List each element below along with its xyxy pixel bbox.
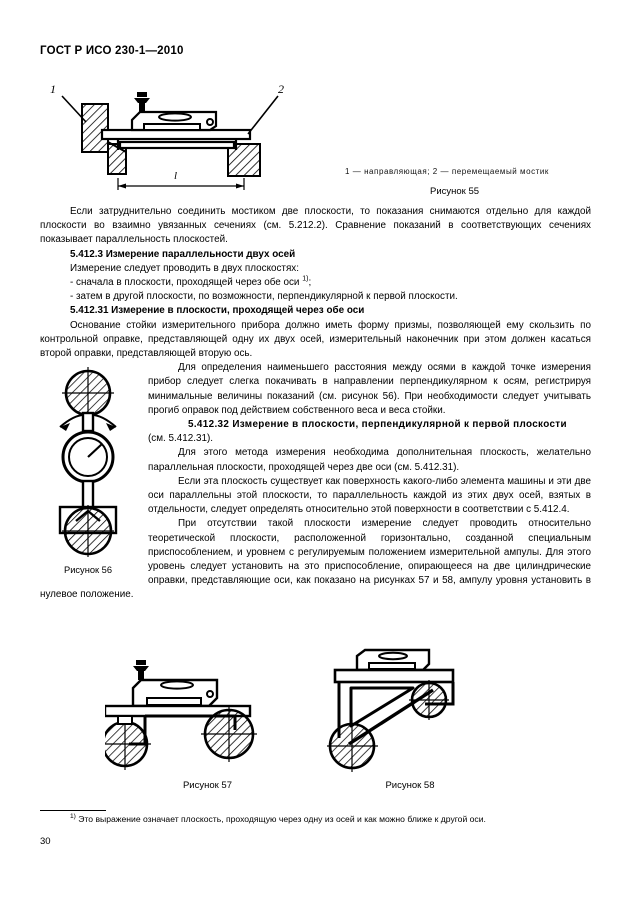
figure-55-legend: 1 — направляющая; 2 — перемещаемый мости…: [345, 167, 549, 176]
figure-56-caption: Рисунок 56: [64, 565, 112, 576]
figure-55-callout-1: 1: [50, 82, 56, 96]
page-title: ГОСТ Р ИСО 230-1—2010: [40, 45, 184, 57]
section-5-412-32-reference: (см. 5.412.31).: [148, 433, 213, 445]
paragraph-existing-surface: Если эта плоскость существует как поверх…: [148, 475, 591, 516]
paragraph-theoretical-plane: При отсутствии такой плоскости измерение…: [40, 518, 591, 601]
figure-55-dimension-label: l: [174, 170, 178, 182]
section-heading-5-412-32: 5.412.32 Измерение в плоскости, перпенди…: [40, 418, 591, 432]
paragraph-intro: Если затруднительно соединить мостиком д…: [40, 206, 591, 246]
figure-55-illustration: 1 2 l: [40, 82, 320, 192]
bullet-second-plane: - затем в другой плоскости, по возможнос…: [70, 291, 458, 303]
bullet-first-plane-text: - сначала в плоскости, проходящей через …: [70, 277, 303, 289]
paragraph-prism-base: Основание стойки измерительного прибора …: [40, 319, 591, 360]
figure-55-caption: Рисунок 55: [430, 186, 480, 197]
figure-57-illustration: [105, 658, 310, 776]
footnote-reference-marker: 1): [302, 275, 309, 283]
page-number: 30: [40, 836, 51, 847]
bullet-first-plane: - сначала в плоскости, проходящей через …: [40, 276, 591, 290]
paragraph-additional-plane: Для этого метода измерения необходима до…: [148, 447, 591, 473]
footnote: 1) Это выражение означает плоскость, про…: [70, 813, 590, 825]
body-content: Если затруднительно соединить мостиком д…: [40, 205, 591, 603]
paragraph-rocking-method: Для определения наименьшего расстояния м…: [148, 362, 591, 416]
figure-55-drawing: [61, 92, 279, 190]
figure-58-illustration: [325, 648, 495, 776]
figure-56-drawing: [58, 367, 118, 558]
figure-56-illustration: Рисунок 56: [40, 365, 136, 577]
bullet-first-plane-tail: ;: [308, 277, 312, 289]
section-5-412-3-lead: Измерение следует проводить в двух плоск…: [70, 262, 299, 274]
section-heading-5-412-3: 5.412.3 Измерение параллельности двух ос…: [70, 248, 296, 260]
footnote-text: Это выражение означает плоскость, проход…: [75, 814, 486, 824]
figure-55-callout-2: 2: [278, 82, 284, 96]
figure-58-drawing: [327, 648, 455, 772]
figure-58-caption: Рисунок 58: [385, 780, 435, 791]
section-heading-5-412-31: 5.412.31 Измерение в плоскости, проходящ…: [70, 305, 365, 317]
figure-57-drawing: [105, 660, 257, 770]
section-heading-5-412-32-text: 5.412.32 Измерение в плоскости, перпенди…: [188, 419, 567, 431]
footnote-separator-rule: [40, 810, 106, 811]
figure-57-caption: Рисунок 57: [182, 780, 233, 791]
footnote-marker: 1): [70, 813, 76, 821]
